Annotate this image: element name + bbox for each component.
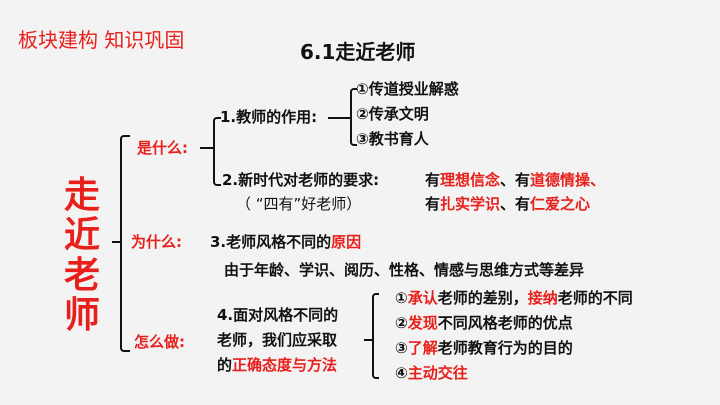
keyword: 扎实学识 [440,195,501,213]
req-line-2: 有扎实学识、有仁爱之心 [425,195,590,213]
req-sub: （ “四有”好老师） [236,195,362,213]
text: 老师的不同 [557,289,633,307]
what-label: 是什么: [137,139,188,157]
page-title: 6.1走近老师 [300,40,416,64]
how-item: ④主动交往 [395,364,468,382]
role-item: ③教书育人 [356,130,429,148]
how-bracket [372,293,379,379]
text: 的 [217,356,233,374]
keyword: 原因 [331,233,362,251]
keyword: 发现 [407,314,438,332]
keyword: 道德情操 [530,171,591,189]
how-question: 4.面对风格不同的 [217,306,339,324]
side-title-char: 老 [63,255,100,296]
text: 老师的差别， [437,289,528,307]
why-reason: 由于年龄、学识、阅历、性格、情感与思维方式等差异 [224,261,585,279]
side-title-char: 近 [63,215,100,256]
keyword: 接纳 [527,289,558,307]
keyword: 仁爱之心 [530,195,591,213]
text: 老师教育行为的目的 [437,339,573,357]
how-item: ①承认老师的差别，接纳老师的不同 [395,289,633,307]
roles-bracket [350,88,357,146]
side-title-char: 师 [63,295,100,336]
main-bracket [120,135,130,352]
why-label: 为什么: [131,233,182,251]
req-line-1: 有理想信念、有道德情操、 [425,171,605,189]
role-item: ②传承文明 [356,105,429,123]
connector [328,117,350,119]
how-question: 老师，我们应采取 [217,331,338,349]
section-label: 板块建构 知识巩固 [18,28,185,52]
text: 不同风格老师的优点 [437,314,573,332]
text: ① [395,289,408,307]
text: 3.老师风格不同的 [210,233,332,251]
text: 、 [590,171,606,189]
req-heading: 2.新时代对老师的要求: [222,171,380,189]
text: 、有 [500,195,531,213]
what-bracket [213,117,221,186]
role-item: ①传道授业解惑 [356,80,459,98]
how-item: ②发现不同风格老师的优点 [395,314,573,332]
text: 、有 [500,171,531,189]
how-label: 怎么做: [134,333,185,351]
text: ④ [395,364,408,382]
text: 有 [425,195,441,213]
text: 有 [425,171,441,189]
why-heading: 3.老师风格不同的原因 [210,233,361,251]
text: ② [395,314,408,332]
connector [200,147,213,149]
keyword: 了解 [407,339,438,357]
main-bracket-tick [112,241,122,243]
keyword: 主动交往 [407,364,468,382]
keyword: 正确态度与方法 [232,356,338,374]
connector [364,339,372,341]
side-title-char: 走 [63,175,100,216]
how-item: ③了解老师教育行为的目的 [395,339,573,357]
text: ③ [395,339,408,357]
side-title: 走 近 老 师 [60,176,104,336]
keyword: 理想信念 [440,171,501,189]
keyword: 承认 [407,289,438,307]
how-question: 的正确态度与方法 [217,356,337,374]
role-heading: 1.教师的作用: [220,108,318,126]
